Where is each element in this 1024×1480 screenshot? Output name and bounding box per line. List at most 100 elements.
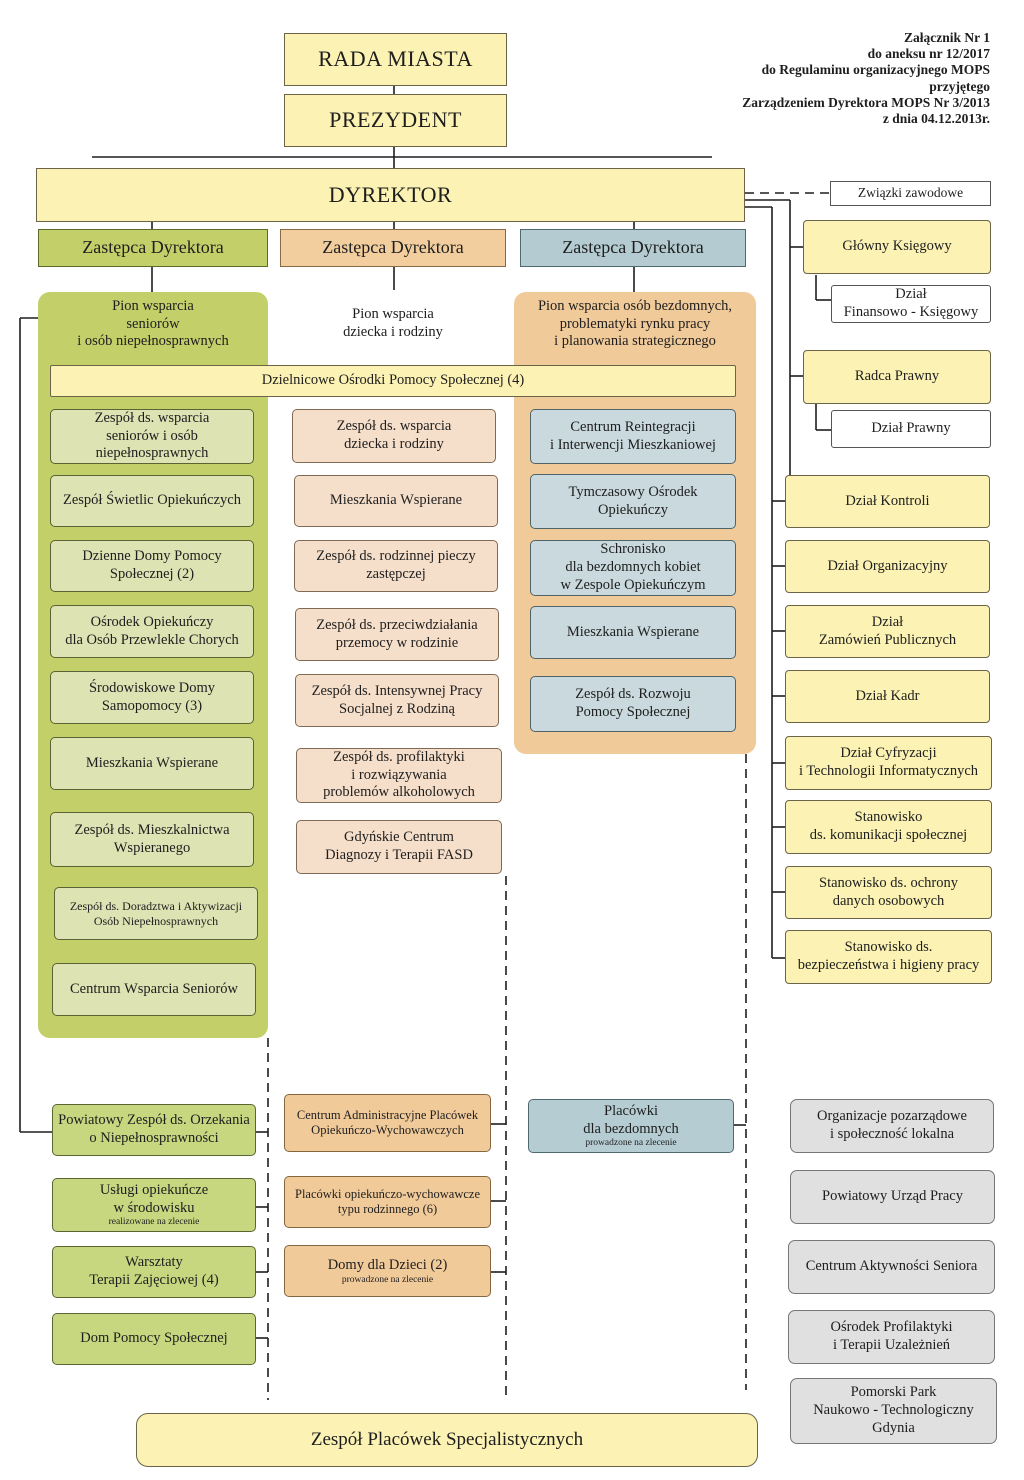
staff-dzial-cyfryzacji-label: Dział Cyfryzacji i Technologii Informaty… <box>798 745 979 779</box>
staff-stanowisko-bhp-label: Stanowisko ds. bezpieczeństwa i higieny … <box>797 939 980 973</box>
staff-dzial-cyfryzacji[interactable]: Dział Cyfryzacji i Technologii Informaty… <box>785 736 992 790</box>
right-unit-2-label: Tymczasowy Ośrodek Opiekuńczy <box>568 483 698 518</box>
middle-outer-2[interactable]: Placówki opiekuńczo-wychowawcze typu rod… <box>284 1176 491 1228</box>
left-unit-4[interactable]: Ośrodek Opiekuńczy dla Osób Przewlekle C… <box>50 605 254 658</box>
zespol-placowek-label: Zespół Placówek Specjalistycznych <box>310 1429 584 1451</box>
deputy-right-box[interactable]: Zastępca Dyrektora <box>520 229 746 267</box>
left-outer-1[interactable]: Powiatowy Zespół ds. Orzekania o Niepełn… <box>52 1104 256 1156</box>
middle-unit-6-label: Zespół ds. profilaktyki i rozwiązywania … <box>323 748 475 801</box>
left-unit-5-label: Środowiskowe Domy Samopomocy (3) <box>88 679 216 714</box>
right-unit-4-label: Mieszkania Wspierane <box>566 623 700 640</box>
left-unit-9[interactable]: Centrum Wsparcia Seniorów <box>52 963 256 1016</box>
left-unit-3[interactable]: Dzienne Domy Pomocy Społecznej (2) <box>50 540 254 592</box>
left-unit-1[interactable]: Zespół ds. wsparcia seniorów i osób niep… <box>50 409 254 464</box>
staff-stanowisko-komunikacji-label: Stanowisko ds. komunikacji społecznej <box>809 809 968 843</box>
prezydent-box[interactable]: PREZYDENT <box>284 94 507 147</box>
right-unit-1[interactable]: Centrum Reintegracji i Interwencji Miesz… <box>530 409 736 464</box>
middle-unit-2[interactable]: Mieszkania Wspierane <box>294 475 498 527</box>
staff-stanowisko-rodo[interactable]: Stanowisko ds. ochrony danych osobowych <box>785 866 992 919</box>
left-unit-8[interactable]: Zespół ds. Doradztwa i Aktywizacji Osób … <box>54 887 258 940</box>
deputy-left-box[interactable]: Zastępca Dyrektora <box>38 229 268 267</box>
middle-unit-3[interactable]: Zespół ds. rodzinnej pieczy zastępczej <box>294 540 498 592</box>
staff-radca-prawny[interactable]: Radca Prawny <box>803 350 991 404</box>
staff-dzial-kontroli-label: Dział Kontroli <box>845 492 930 509</box>
external-2-label: Powiatowy Urząd Pracy <box>822 1188 963 1205</box>
staff-dzial-prawny[interactable]: Dział Prawny <box>831 410 991 448</box>
middle-outer-3-label: Domy dla Dzieci (2) <box>327 1256 448 1273</box>
left-outer-1-label: Powiatowy Zespół ds. Orzekania o Niepełn… <box>58 1112 250 1146</box>
zwiazki-zawodowe-box[interactable]: Związki zawodowe <box>830 181 991 206</box>
staff-radca-prawny-label: Radca Prawny <box>854 368 940 385</box>
middle-outer-1-label: Centrum Administracyjne Placówek Opiekuń… <box>296 1107 479 1137</box>
staff-stanowisko-bhp[interactable]: Stanowisko ds. bezpieczeństwa i higieny … <box>785 930 992 984</box>
left-outer-3[interactable]: Warsztaty Terapii Zajęciowej (4) <box>52 1246 256 1298</box>
middle-unit-7[interactable]: Gdyńskie Centrum Diagnozy i Terapii FASD <box>296 820 502 874</box>
middle-unit-5[interactable]: Zespół ds. Intensywnej Pracy Socjalnej z… <box>295 674 499 727</box>
deputy-left-label: Zastępca Dyrektora <box>82 237 224 258</box>
left-unit-2-label: Zespół Świetlic Opiekuńczych <box>63 492 241 509</box>
staff-dzial-zamowien-label: Dział Zamówień Publicznych <box>818 613 957 648</box>
staff-dzial-finansowo-ksiegowy[interactable]: Dział Finansowo - Księgowy <box>831 285 991 323</box>
external-5[interactable]: Pomorski Park Naukowo - Technologiczny G… <box>790 1378 997 1444</box>
left-unit-7[interactable]: Zespół ds. Mieszkalnictwa Wspieranego <box>50 812 254 867</box>
middle-unit-6[interactable]: Zespół ds. profilaktyki i rozwiązywania … <box>296 748 502 803</box>
external-3[interactable]: Centrum Aktywności Seniora <box>788 1240 995 1294</box>
right-outer-1[interactable]: Placówki dla bezdomnych prowadzone na zl… <box>528 1099 734 1153</box>
dops-box[interactable]: Dzielnicowe Ośrodki Pomocy Społecznej (4… <box>50 365 736 397</box>
external-4-label: Ośrodek Profilaktyki i Terapii Uzależnie… <box>830 1319 953 1353</box>
left-unit-5[interactable]: Środowiskowe Domy Samopomocy (3) <box>50 671 254 724</box>
rada-miasta-label: RADA MIASTA <box>318 46 473 72</box>
external-1-label: Organizacje pozarządowe i społeczność lo… <box>817 1108 967 1142</box>
staff-dzial-organizacyjny[interactable]: Dział Organizacyjny <box>785 540 990 593</box>
right-unit-4[interactable]: Mieszkania Wspierane <box>530 606 736 659</box>
prezydent-label: PREZYDENT <box>329 107 462 133</box>
left-unit-2[interactable]: Zespół Świetlic Opiekuńczych <box>50 475 254 527</box>
staff-stanowisko-rodo-label: Stanowisko ds. ochrony danych osobowych <box>819 874 958 909</box>
left-unit-3-label: Dzienne Domy Pomocy Społecznej (2) <box>82 548 222 582</box>
middle-outer-2-label: Placówki opiekuńczo-wychowawcze typu rod… <box>295 1186 480 1216</box>
staff-dzial-organizacyjny-label: Dział Organizacyjny <box>827 557 948 574</box>
staff-glowny-ksiegowy-label: Główny Księgowy <box>842 238 952 255</box>
staff-dzial-kontroli[interactable]: Dział Kontroli <box>785 475 990 528</box>
staff-stanowisko-komunikacji[interactable]: Stanowisko ds. komunikacji społecznej <box>785 800 992 854</box>
external-5-label: Pomorski Park Naukowo - Technologiczny G… <box>813 1384 974 1436</box>
middle-unit-7-label: Gdyńskie Centrum Diagnozy i Terapii FASD <box>325 829 473 863</box>
left-outer-2[interactable]: Usługi opiekuńcze w środowisku realizowa… <box>52 1178 256 1232</box>
external-1[interactable]: Organizacje pozarządowe i społeczność lo… <box>790 1099 994 1153</box>
external-3-label: Centrum Aktywności Seniora <box>805 1258 978 1275</box>
left-outer-4[interactable]: Dom Pomocy Społecznej <box>52 1313 256 1365</box>
middle-outer-3[interactable]: Domy dla Dzieci (2) prowadzone na zlecen… <box>284 1245 491 1297</box>
left-outer-2-note: realizowane na zlecenie <box>108 1217 200 1228</box>
middle-unit-4-label: Zespół ds. przeciwdziałania przemocy w r… <box>316 616 478 651</box>
right-unit-5-label: Zespół ds. Rozwoju Pomocy Społecznej <box>575 686 691 720</box>
middle-unit-1-label: Zespół ds. wsparcia dziecka i rodziny <box>336 418 452 452</box>
deputy-right-label: Zastępca Dyrektora <box>562 237 704 258</box>
left-unit-9-label: Centrum Wsparcia Seniorów <box>69 980 239 997</box>
dyrektor-label: DYREKTOR <box>328 181 453 207</box>
right-unit-5[interactable]: Zespół ds. Rozwoju Pomocy Społecznej <box>530 676 736 732</box>
staff-glowny-ksiegowy[interactable]: Główny Księgowy <box>803 220 991 274</box>
staff-dzial-zamowien[interactable]: Dział Zamówień Publicznych <box>785 605 990 658</box>
left-unit-6[interactable]: Mieszkania Wspierane <box>50 737 254 790</box>
external-2[interactable]: Powiatowy Urząd Pracy <box>790 1170 995 1224</box>
external-4[interactable]: Ośrodek Profilaktyki i Terapii Uzależnie… <box>788 1310 995 1364</box>
right-unit-2[interactable]: Tymczasowy Ośrodek Opiekuńczy <box>530 474 736 529</box>
deputy-middle-box[interactable]: Zastępca Dyrektora <box>280 229 506 267</box>
rada-miasta-box[interactable]: RADA MIASTA <box>284 33 507 86</box>
middle-unit-4[interactable]: Zespół ds. przeciwdziałania przemocy w r… <box>295 608 499 661</box>
staff-dzial-kadr[interactable]: Dział Kadr <box>785 670 990 723</box>
left-unit-7-label: Zespół ds. Mieszkalnictwa Wspieranego <box>74 821 230 856</box>
right-unit-1-label: Centrum Reintegracji i Interwencji Miesz… <box>550 418 716 453</box>
zespol-placowek-box[interactable]: Zespół Placówek Specjalistycznych <box>136 1413 758 1467</box>
right-unit-3[interactable]: Schronisko dla bezdomnych kobiet w Zespo… <box>530 540 736 596</box>
dyrektor-box[interactable]: DYREKTOR <box>36 168 745 222</box>
right-outer-1-label: Placówki dla bezdomnych <box>583 1103 679 1137</box>
left-outer-4-label: Dom Pomocy Społecznej <box>80 1330 228 1347</box>
middle-unit-1[interactable]: Zespół ds. wsparcia dziecka i rodziny <box>292 409 496 463</box>
middle-outer-3-note: prowadzone na zlecenie <box>341 1274 434 1285</box>
annex-note: Załącznik Nr 1 do aneksu nr 12/2017 do R… <box>742 30 990 126</box>
middle-outer-1[interactable]: Centrum Administracyjne Placówek Opiekuń… <box>284 1094 491 1152</box>
middle-unit-2-label: Mieszkania Wspierane <box>329 492 463 509</box>
staff-dzial-finansowo-ksiegowy-label: Dział Finansowo - Księgowy <box>843 286 979 320</box>
